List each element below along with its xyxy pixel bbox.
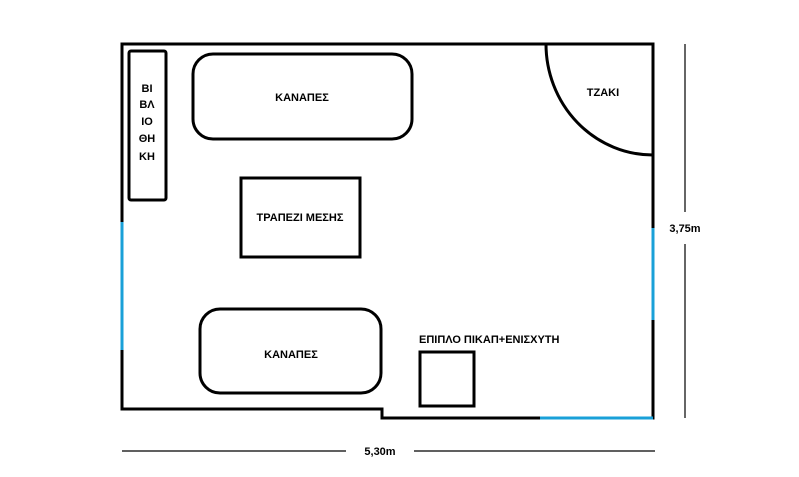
sofa-bottom: [198, 307, 383, 395]
room-walls: [120, 42, 655, 420]
bookcase-label-3: ΙΟ: [141, 116, 153, 128]
sofa-top: [191, 52, 414, 141]
height-dimension: 3,75m: [669, 223, 700, 235]
fireplace-label: ΤΖΑΚΙ: [587, 87, 619, 99]
tv-unit: [418, 350, 476, 408]
bookcase-label-2: ΒΛ: [139, 99, 155, 111]
sofa-top-label: ΚΑΝΑΠΕΣ: [275, 92, 329, 104]
coffee-table: [239, 176, 362, 259]
fireplace: [544, 43, 654, 157]
bookcase: [127, 49, 168, 202]
coffee-table-label: ΤΡΑΠΕΖΙ ΜΕΣΗΣ: [257, 212, 344, 224]
sofa-bottom-label: ΚΑΝΑΠΕΣ: [264, 349, 318, 361]
bookcase-label-4: ΘΗ: [139, 133, 156, 145]
bookcase-label-1: ΒΙ: [142, 83, 153, 95]
bookcase-label-5: ΚΗ: [139, 151, 155, 163]
width-dimension: 5,30m: [364, 446, 395, 458]
tv-unit-label: ΕΠΙΠΛΟ ΠΙΚΑΠ+ΕΝΙΣΧΥΤΗ: [419, 334, 560, 346]
